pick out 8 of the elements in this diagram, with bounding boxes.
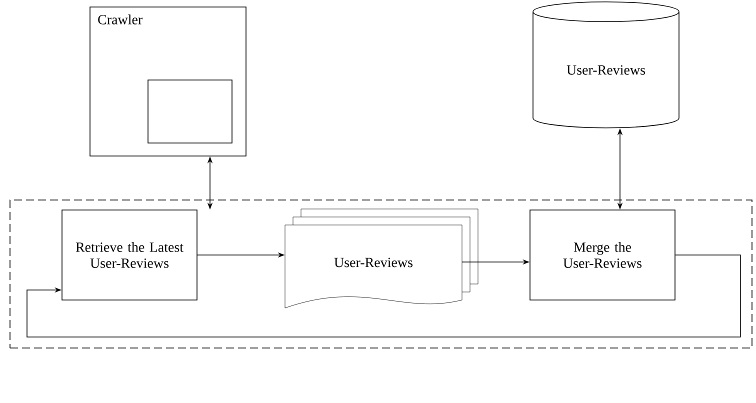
empty-box: [148, 80, 232, 144]
process-box: Retrieve the Latest User-Reviews: [62, 210, 198, 300]
database-cylinder: User-Reviews: [532, 1, 680, 128]
document-stack: User-Reviews: [284, 208, 478, 308]
dashed-frame: [10, 200, 752, 348]
crawler-box: Crawler: [90, 6, 246, 156]
arrow: [26, 254, 741, 338]
process-box: Merge the User-Reviews: [530, 210, 676, 300]
